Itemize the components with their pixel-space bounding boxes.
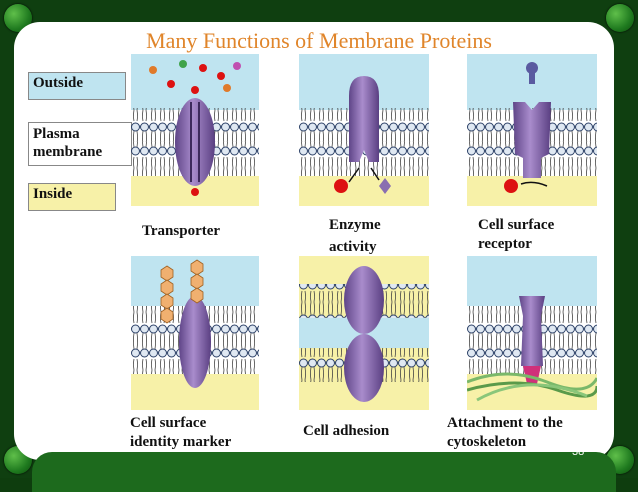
identity-marker-panel <box>131 256 259 410</box>
transporter-panel <box>131 54 259 206</box>
plasma-label-line1: Plasma <box>33 126 80 142</box>
receptor-panel <box>467 54 597 206</box>
caption-line1: Cell surface <box>130 415 207 431</box>
caption-cytoskeleton: Attachment to the cytoskeleton <box>447 414 563 452</box>
caption-line1: Enzyme <box>329 217 381 233</box>
cytoskeleton-panel <box>467 256 597 410</box>
caption-receptor: Cell surface receptor <box>478 216 554 254</box>
page-number: 38 <box>572 446 585 458</box>
inside-label: Inside <box>28 183 116 211</box>
enzyme-panel <box>299 54 429 206</box>
bottom-bar <box>32 452 616 492</box>
caption-line2: cytoskeleton <box>447 434 527 450</box>
corner-decoration-top-right <box>606 4 634 32</box>
caption-identity-marker: Cell surface identity marker <box>130 414 231 452</box>
caption-line2: identity marker <box>130 434 232 450</box>
caption-line1: Cell adhesion <box>303 423 390 439</box>
caption-line1: Transporter <box>142 223 221 239</box>
caption-line2: receptor <box>478 236 532 252</box>
plasma-membrane-label: Plasma membrane <box>28 122 132 166</box>
plasma-label-line2: membrane <box>33 144 103 160</box>
outside-label: Outside <box>28 72 126 100</box>
cell-adhesion-panel <box>299 256 429 410</box>
caption-transporter: Transporter <box>142 222 220 241</box>
slide-title: Many Functions of Membrane Proteins <box>146 28 492 53</box>
caption-cell-adhesion: Cell adhesion <box>303 422 389 441</box>
caption-enzyme: Enzyme activity <box>329 214 381 258</box>
caption-line1: Cell surface <box>478 217 555 233</box>
caption-line1: Attachment to the <box>447 415 563 431</box>
caption-line2: activity <box>329 239 377 255</box>
